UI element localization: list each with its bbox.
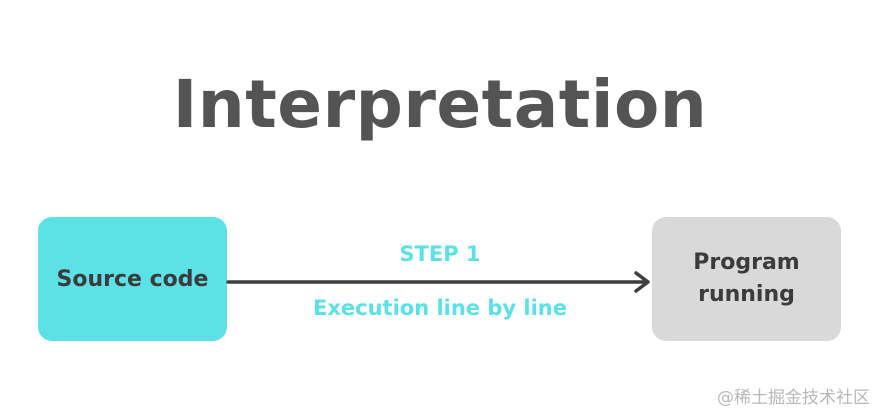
source-code-box: Source code xyxy=(38,217,227,341)
arrow-head-icon xyxy=(634,271,650,293)
step-title: STEP 1 xyxy=(399,242,481,266)
program-running-label-line1: Program xyxy=(693,250,800,276)
step-description: Execution line by line xyxy=(313,296,567,320)
program-running-box: Program running xyxy=(652,217,841,341)
watermark: @稀土掘金技术社区 xyxy=(717,388,870,408)
source-code-label: Source code xyxy=(56,266,209,292)
diagram-title: Interpretation xyxy=(172,66,708,143)
program-running-label-line2: running xyxy=(698,282,795,307)
